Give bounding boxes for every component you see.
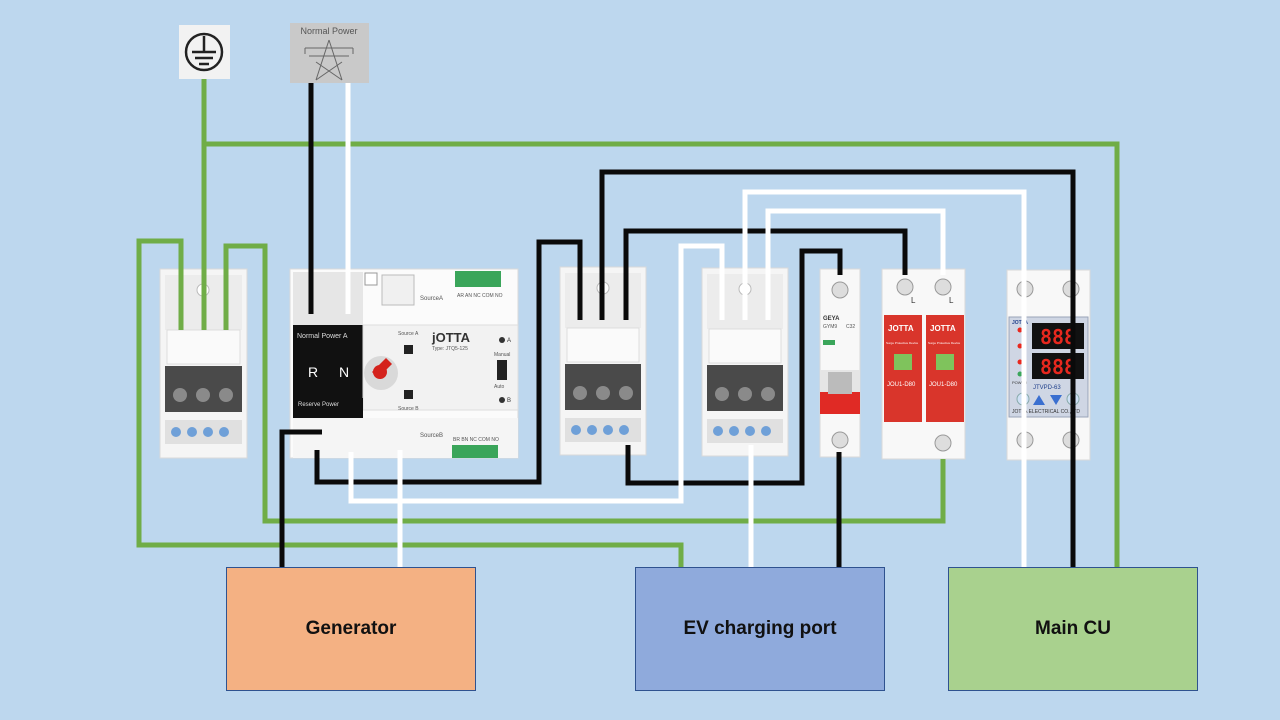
- spd-label-2: Surge Protective Device: [928, 341, 961, 345]
- main-cu-box: Main CU: [948, 567, 1198, 691]
- ats-manual-label: Manual: [494, 352, 510, 358]
- ats-r-label: R: [308, 364, 318, 380]
- mcb-breaker: GEYA GYM9 C32: [819, 268, 861, 458]
- spd-model-2: JOU1-D80: [929, 382, 958, 388]
- neutral-block3-to-main-cu: [742, 189, 1027, 567]
- meter-power-label: POWER: [1012, 380, 1027, 385]
- earth-ground-icon: [179, 25, 230, 79]
- meter-display-a: 888: [1040, 355, 1076, 379]
- live-wires: [279, 83, 1076, 567]
- distribution-block-load: [701, 267, 789, 457]
- ats-source-b-label: Source B: [398, 406, 419, 412]
- ev-charging-port-box: EV charging port: [635, 567, 885, 691]
- live-ats-out-to-block2: [314, 239, 583, 485]
- ev-charging-port-label: EV charging port: [683, 618, 837, 639]
- earth-wires: [136, 79, 1120, 567]
- meter-display-v: 888: [1040, 325, 1076, 349]
- live-block2-to-main-cu: [599, 169, 1076, 567]
- neutral-ats-out-to-block3: [348, 243, 725, 504]
- ats-switch: SourceA AR AN NC COM NO Normal Power A R…: [289, 268, 519, 459]
- mcb-model: GYM9: [823, 324, 837, 330]
- spd-pole-mark-1: L: [911, 296, 916, 305]
- ats-terminal-top: AR AN NC COM NO: [457, 293, 503, 299]
- distribution-block-earth: [159, 268, 248, 459]
- main-cu-label: Main CU: [1035, 618, 1111, 639]
- surge-protector: L L JOTTA JOTTA Surge Protective Device …: [881, 268, 966, 460]
- ats-a-mark: A: [507, 338, 511, 344]
- ats-b-mark: B: [507, 398, 511, 404]
- spd-brand-1: JOTTA: [888, 324, 914, 333]
- neutral-block3-to-spd: [765, 208, 946, 320]
- ats-model: Type: JTQ5-125: [432, 346, 468, 352]
- ats-terminal-bottom: BR BN NC COM NO: [453, 437, 499, 443]
- live-block2-to-mcb: [625, 248, 843, 486]
- meter-model: JTVPD-63: [1033, 385, 1061, 391]
- ats-source-b-bottom: SourceB: [420, 433, 443, 439]
- earth-bus-to-main-cu: [204, 141, 1120, 567]
- spd-pole-mark-2: L: [949, 296, 954, 305]
- earth-to-spd: [223, 243, 946, 524]
- voltage-protector-meter: JOTTA 888 888 POWER JTVPD-63 JOTTA ELECT…: [1006, 269, 1091, 461]
- meter-brand: JOTTA: [1012, 320, 1028, 326]
- mcb-brand: GEYA: [823, 316, 840, 322]
- ats-auto-label: Auto: [494, 384, 505, 390]
- generator-label: Generator: [305, 618, 397, 639]
- generator-box: Generator: [226, 567, 476, 691]
- normal-power-pylon-icon: Normal Power: [290, 23, 369, 83]
- spd-brand-2: JOTTA: [930, 324, 956, 333]
- normal-power-label: Normal Power: [300, 26, 357, 36]
- ats-power-a-label: Normal Power A: [297, 333, 348, 340]
- neutral-wires: [345, 83, 1027, 567]
- meter-maker: JOTTA ELECTRICAL CO.,LTD: [1012, 409, 1080, 415]
- ats-n-label: N: [339, 364, 349, 380]
- earth-to-ev-port: [136, 238, 684, 567]
- ats-reserve-label: Reserve Power: [298, 402, 339, 408]
- spd-label-1: Surge Protective Device: [886, 341, 919, 345]
- ats-source-a-top: SourceA: [420, 296, 443, 302]
- spd-model-1: JOU1-D80: [887, 382, 916, 388]
- ats-source-a-label: Source A: [398, 331, 419, 337]
- mcb-rating: C32: [846, 324, 855, 330]
- live-generator-to-ats: [279, 429, 322, 567]
- ats-brand: jOTTA: [431, 330, 471, 345]
